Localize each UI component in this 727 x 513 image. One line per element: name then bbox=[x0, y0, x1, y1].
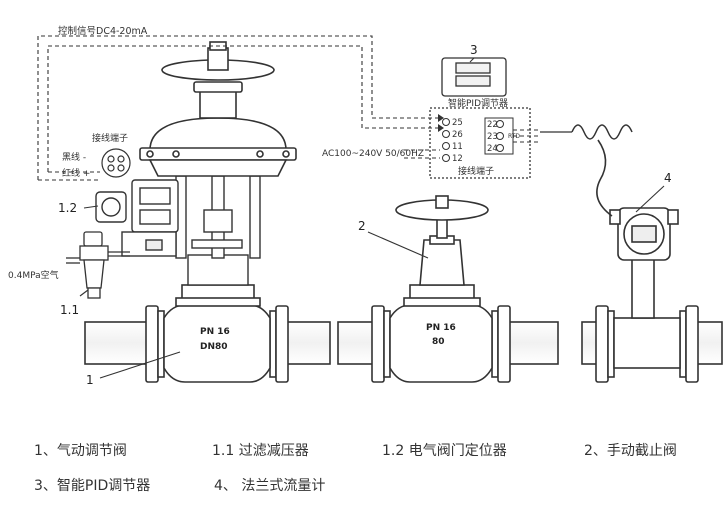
pid-terminal-12: 12 bbox=[452, 154, 463, 164]
pid-terminal-label: 接线端子 bbox=[458, 165, 494, 177]
callout-1-1: 1.1 bbox=[60, 303, 79, 317]
signal-label: 控制信号DC4-20mA bbox=[58, 25, 148, 37]
pid-terminal-11: 11 bbox=[452, 142, 463, 152]
flange-flow-meter bbox=[595, 139, 699, 383]
pid-terminal-22: 22 bbox=[487, 120, 498, 130]
callout-4: 4 bbox=[664, 171, 672, 185]
control-valve-body bbox=[145, 284, 289, 383]
system-diagram: 控制信号DC4-20mA 接线端子 黑线 - 红线 + 0.4MPa空气 AC1… bbox=[8, 25, 723, 387]
pid-terminal-24: 24 bbox=[487, 144, 498, 154]
callout-leaders bbox=[79, 57, 665, 379]
pid-terminal-26: 26 bbox=[452, 130, 463, 140]
callout-2: 2 bbox=[358, 219, 366, 233]
manual-globe-valve bbox=[371, 195, 511, 383]
legend-item-positioner: 1.2 电气阀门定位器 bbox=[382, 443, 507, 459]
signal-wiring bbox=[37, 35, 540, 181]
red-wire-label: 红线 + bbox=[62, 167, 90, 179]
valve1-pn: PN 16 bbox=[200, 327, 230, 337]
pid-terminal-block bbox=[442, 117, 514, 162]
control-valve-stem bbox=[175, 175, 261, 286]
legend-item-pid-controller: 3、智能PID调节器 bbox=[34, 478, 151, 494]
wire-box bbox=[101, 148, 131, 178]
pid-title: 智能PID调节器 bbox=[448, 97, 508, 109]
rtd-label: RTD bbox=[508, 133, 520, 140]
black-wire-label: 黑线 - bbox=[62, 151, 86, 163]
legend-item-filter-regulator: 1.1 过滤减压器 bbox=[212, 443, 309, 459]
pid-terminal-25: 25 bbox=[452, 118, 463, 128]
legend-item-control-valve: 1、气动调节阀 bbox=[34, 443, 127, 459]
legend-item-globe-valve: 2、手动截止阀 bbox=[584, 443, 677, 459]
electric-valve-positioner bbox=[95, 179, 179, 257]
rtd-probe-coil bbox=[571, 124, 633, 140]
terminal-label-left: 接线端子 bbox=[92, 132, 128, 144]
valve1-dn: DN80 bbox=[200, 342, 228, 352]
power-label: AC100~240V 50/60HZ bbox=[322, 149, 424, 159]
pid-terminal-23: 23 bbox=[487, 132, 498, 142]
actuator-diaphragm bbox=[139, 41, 297, 177]
legend-item-flow-meter: 4、 法兰式流量计 bbox=[214, 478, 326, 494]
legend: 1、气动调节阀 1.1 过滤减压器 1.2 电气阀门定位器 2、手动截止阀 3、… bbox=[0, 420, 727, 513]
callout-1: 1 bbox=[86, 373, 94, 387]
air-label: 0.4MPa空气 bbox=[8, 269, 59, 281]
valve2-dn: 80 bbox=[432, 337, 445, 347]
callout-3: 3 bbox=[470, 43, 478, 57]
callout-1-2: 1.2 bbox=[58, 201, 77, 215]
filter-regulator bbox=[66, 231, 130, 299]
valve2-pn: PN 16 bbox=[426, 323, 456, 333]
signal-arrows bbox=[438, 114, 444, 132]
